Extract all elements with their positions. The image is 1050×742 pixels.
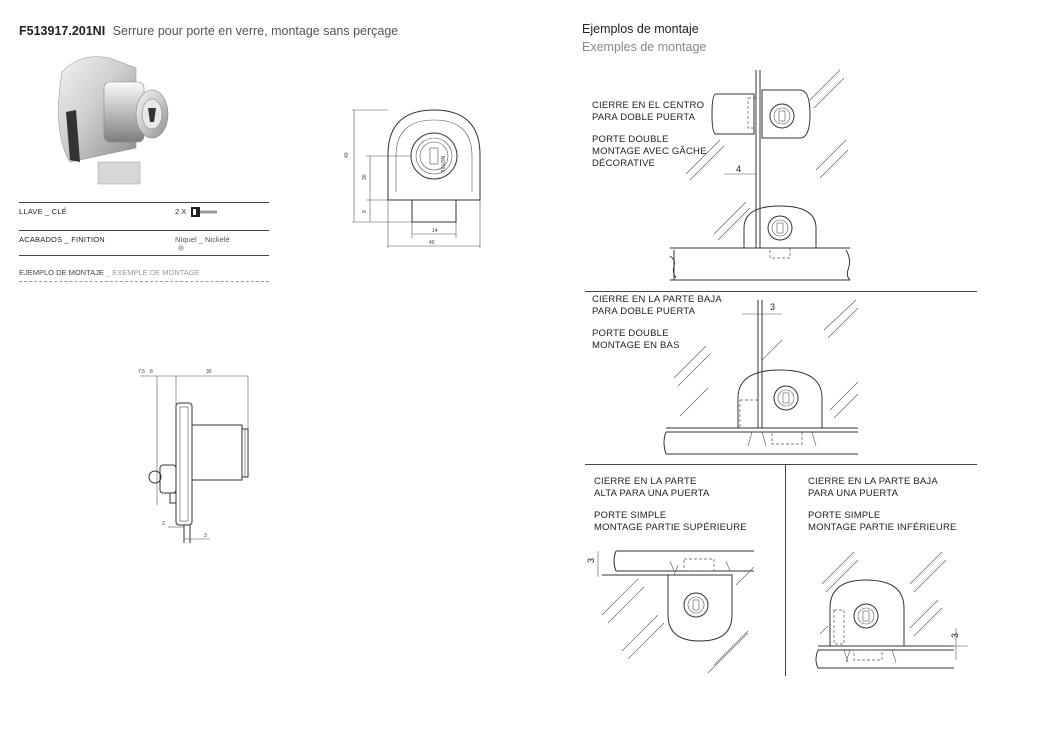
bottom-double-caption: CIERRE EN LA PARTE BAJA PARA DOBLE PUERT… [592, 294, 722, 351]
finish-value: Níquel _ Nickelé [175, 235, 230, 244]
center-double-caption: CIERRE EN EL CENTRO PARA DOBLE PUERTA PO… [592, 100, 707, 169]
section-divider-1 [585, 291, 977, 292]
bottom-single-drawing: 3 [815, 551, 968, 669]
spec-finish-row: ACABADOS _ FINITION Níquel _ Nickelé [19, 230, 269, 255]
spec-key-row: LLAVE _ CLÉ 2 X [19, 202, 269, 229]
center-double-drawing: 4 [669, 69, 851, 281]
section-divider-vertical [785, 464, 786, 676]
top-single-dim: 3 [586, 558, 596, 563]
center-double-dim: 4 [736, 164, 741, 174]
top-single-drawing: 3 [586, 550, 755, 674]
product-code: F513917.201NI [19, 24, 106, 38]
dim-30: 30 [362, 174, 368, 180]
finish-swatch [178, 245, 184, 251]
key-label: LLAVE _ CLÉ [19, 207, 67, 216]
top-single-caption: CIERRE EN LA PARTE ALTA PARA UNA PUERTA … [594, 476, 747, 533]
spec-divider [19, 255, 269, 256]
section-divider-2 [585, 464, 977, 465]
bottom-double-drawing: 3 [663, 299, 859, 455]
dim-3-side: 3 [204, 533, 207, 539]
example-fr: EXEMPLE DE MONTAGE [112, 268, 200, 277]
dim-7-5: 7,5 [138, 369, 145, 375]
key-mark: NOT01 [439, 156, 445, 172]
product-description: Serrure pour porte en verre, montage san… [112, 24, 399, 38]
dim-30-side: 30 [206, 369, 212, 375]
dim-40-horizontal: 40 [429, 240, 435, 246]
product-title: F513917.201NI Serrure pour porte en verr… [19, 24, 398, 38]
dim-40-vertical: 40 [344, 152, 350, 158]
mounting-title-fr: Exemples de montage [582, 40, 707, 54]
bottom-double-dim: 3 [770, 302, 775, 312]
dim-14: 14 [432, 228, 438, 234]
bottom-single-dim: 3 [950, 633, 960, 638]
mounting-title-es: Ejemplos de montaje [582, 22, 699, 36]
dim-2: 2 [162, 521, 165, 527]
bottom-single-caption: CIERRE EN LA PARTE BAJA PARA UNA PUERTA … [808, 476, 957, 533]
front-view-drawing: NOT01 40 30 9 14 40 [344, 109, 481, 248]
dim-9: 9 [362, 210, 368, 213]
key-value: 2 X [175, 207, 187, 216]
finish-label: ACABADOS _ FINITION [19, 235, 105, 244]
product-photo [58, 56, 169, 185]
example-heading: EJEMPLO DE MONTAJE _ EXEMPLE DE MONTAGE [19, 268, 269, 282]
dim-8: 8 [150, 369, 153, 375]
key-icon [191, 207, 217, 217]
side-view-drawing: 7,5 8 30 2 3 [138, 369, 249, 543]
example-es: EJEMPLO DE MONTAJE [19, 268, 104, 277]
